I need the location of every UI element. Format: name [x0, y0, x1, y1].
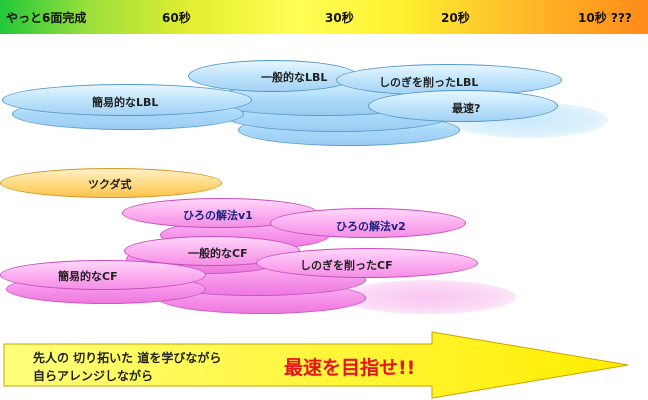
time-scale-bar [0, 0, 648, 34]
cf-shinogi-label: しのぎを削ったCF [300, 259, 393, 272]
cf-simple-label: 簡易的なCF [58, 270, 118, 283]
tick-30s: 30秒 [325, 11, 354, 25]
banner-slogan: 最速を目指せ!! [284, 357, 416, 379]
cf-hiro-v2-ellipse [270, 208, 466, 238]
banner-line-2: 自らアレンジしながら [33, 369, 154, 383]
tick-20s: 20秒 [441, 11, 470, 25]
lbl-fastest-ellipse [368, 90, 558, 122]
lbl-simple-label: 簡易的なLBL [92, 96, 159, 109]
cf-simple-ellipse [0, 260, 206, 290]
cf-hiro-v2-label: ひろの解法v2 [336, 220, 406, 233]
cf-hiro-v1-label: ひろの解法v1 [183, 209, 253, 222]
cf-general-label: 一般的なCF [188, 247, 248, 260]
tsukuda-label: ツクダ式 [88, 178, 132, 191]
progress-arrow-icon [3, 331, 629, 399]
tick-60s: 60秒 [162, 11, 191, 25]
lbl-fastest-label: 最速? [452, 102, 481, 115]
tsukuda-ellipse [0, 168, 222, 198]
lbl-general-ellipse [188, 60, 358, 92]
cf-shinogi-ellipse [256, 248, 478, 278]
scale-title: やっと6面完成 [6, 11, 87, 25]
lbl-shinogi-label: しのぎを削ったLBL [379, 76, 479, 89]
tick-10s: 10秒 ??? [578, 11, 632, 25]
banner-line-1: 先人の 切り拓いた 道を学びながら [33, 351, 222, 365]
cf-ghost-ellipse [340, 280, 516, 314]
lbl-general-label: 一般的なLBL [261, 71, 328, 84]
lbl-simple-ellipse [2, 84, 252, 116]
